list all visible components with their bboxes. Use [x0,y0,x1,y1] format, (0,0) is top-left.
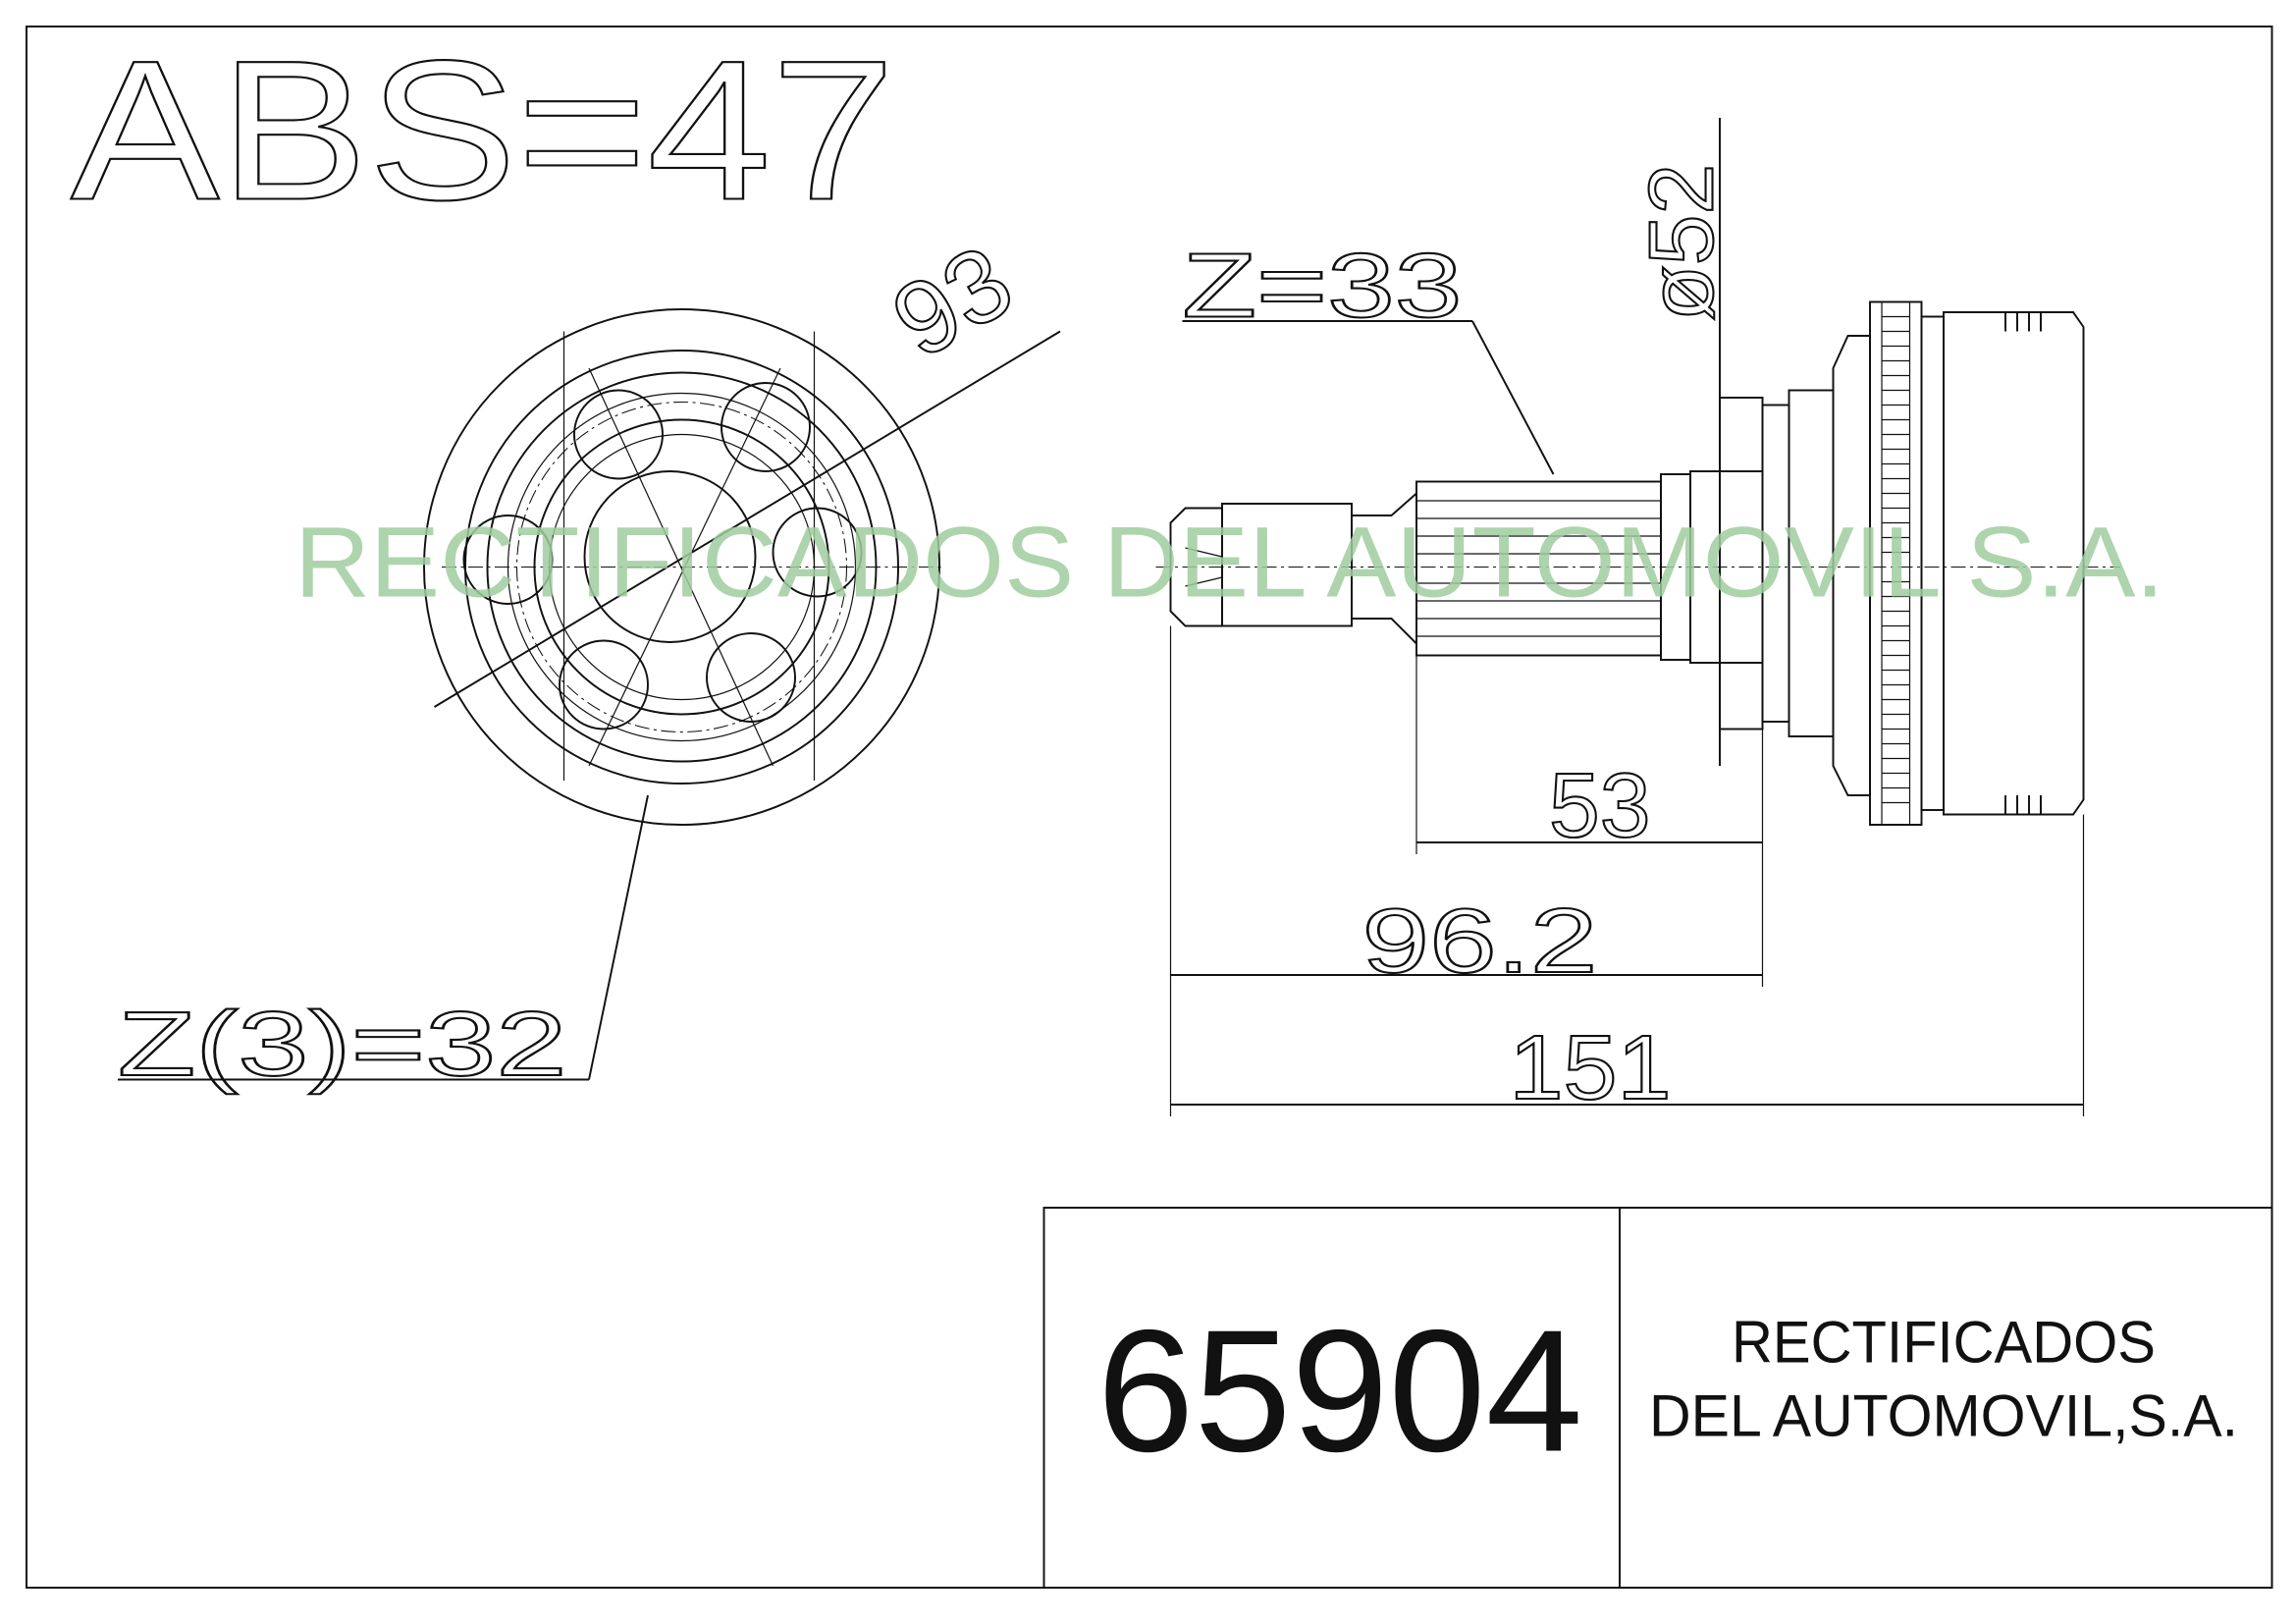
part-number: 65904 [1097,1294,1583,1489]
dimension-151: 151 [1510,1016,1672,1118]
flange-diameter-label: ø52 [1630,164,1733,321]
end-view: 93 Z(3)=32 [117,223,1061,1096]
spline-inner-label: Z(3)=32 [118,993,567,1095]
side-view: Z=33 ø52 53 96.2 151 [1155,118,2120,1119]
company-name-line1: RECTIFICADOS [1732,1310,2156,1376]
dimension-53: 53 [1549,754,1650,856]
title-block: 65904 RECTIFICADOS DEL AUTOMOVIL,S.A. [1042,1207,2273,1589]
dimension-96-2: 96.2 [1362,890,1598,992]
dimension-93: 93 [875,224,1032,381]
watermark: RECTIFICADOS DEL AUTOMOVIL S.A. [294,507,2164,619]
company-name-line2: DEL AUTOMOVIL,S.A. [1649,1383,2238,1449]
spline-shaft-label: Z=33 [1183,235,1463,337]
abs-label: ABS=47 [71,20,895,242]
